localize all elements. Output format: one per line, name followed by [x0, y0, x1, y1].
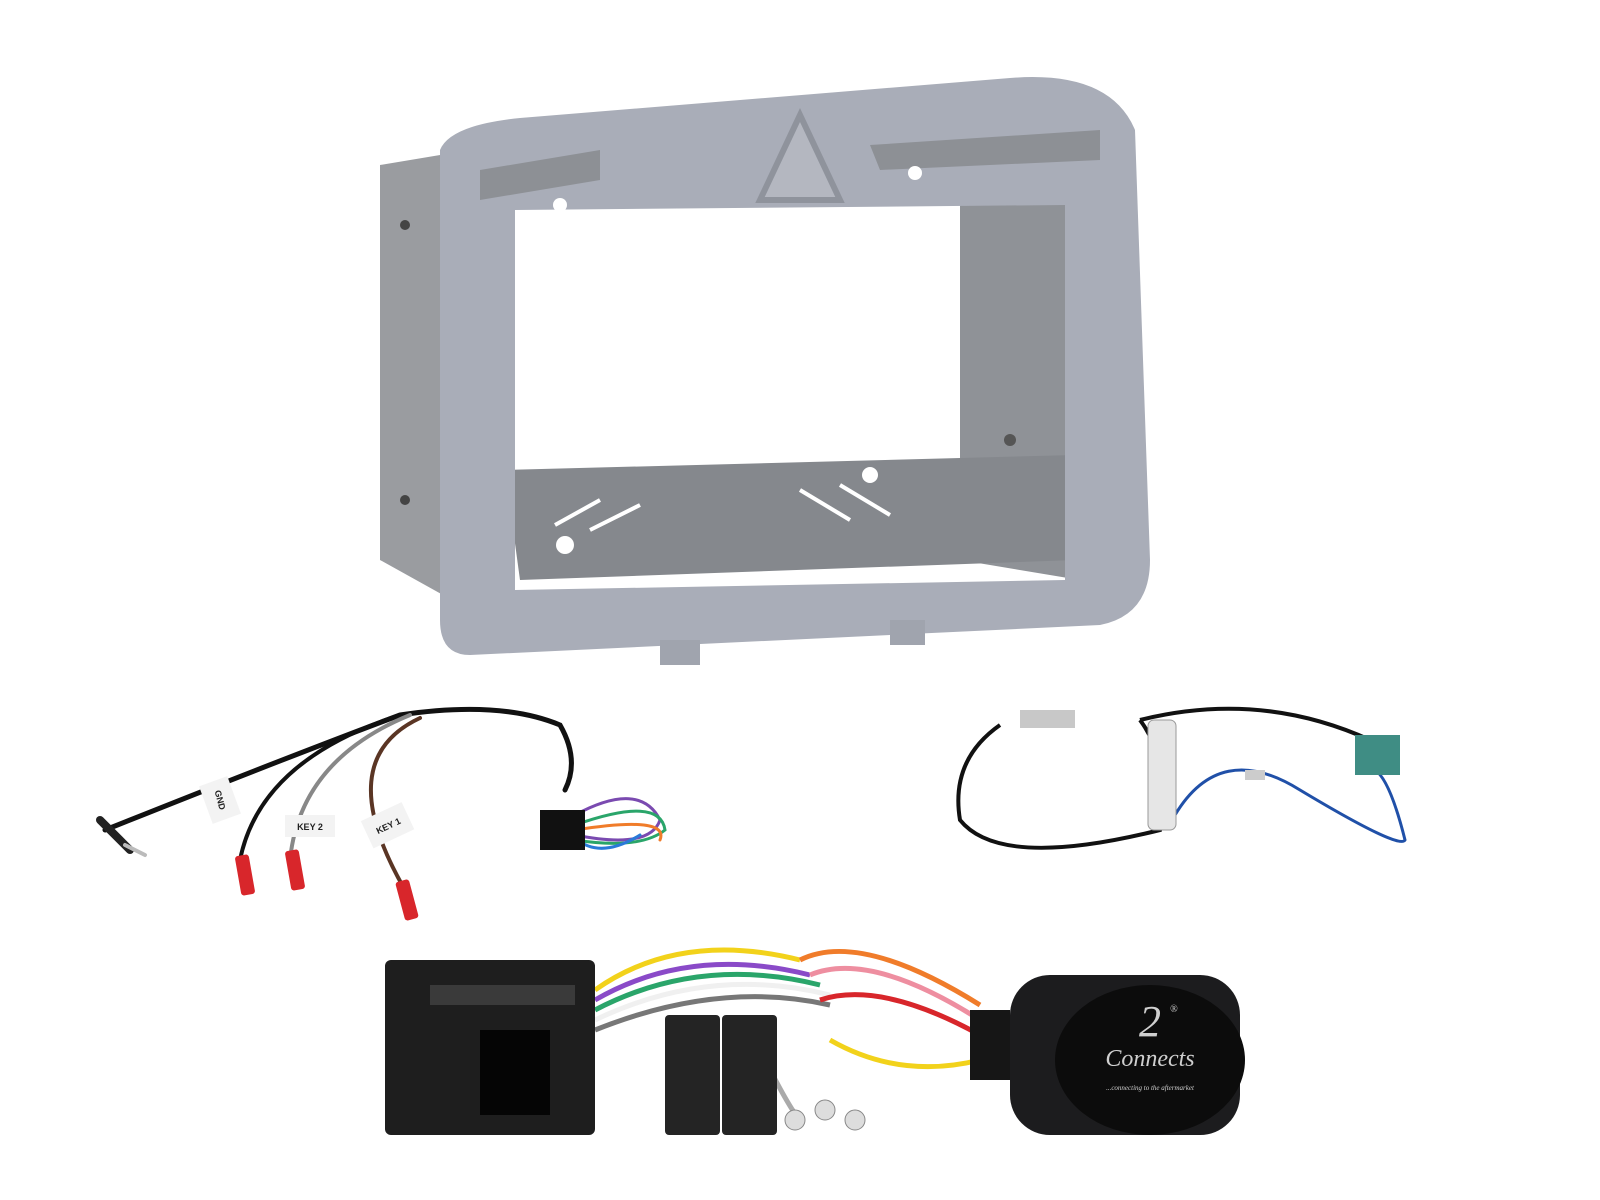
- logo-word: Connects: [1105, 1046, 1194, 1072]
- bullet-connector: [235, 854, 255, 896]
- plug-connector: [540, 810, 585, 850]
- jack-3-5mm: [123, 843, 147, 857]
- antenna-adapter: [956, 706, 1407, 850]
- wire-label-key1: KEY 1: [360, 802, 415, 849]
- iso-harness: [385, 947, 982, 1135]
- fascia-panel: [440, 77, 1150, 665]
- wire-label-gnd: GND: [199, 776, 241, 824]
- iso-connector: [665, 1015, 720, 1135]
- iso-connector: [722, 1015, 777, 1135]
- wire-label-key2: KEY 2: [285, 815, 335, 837]
- logo-mark: 2: [1139, 997, 1161, 1046]
- fakra-connector: [1355, 735, 1400, 775]
- logo-tagline: ...connecting to the aftermarket: [1106, 1084, 1195, 1092]
- bullet-connector: [395, 879, 419, 921]
- logo-registered: ®: [1170, 1004, 1178, 1015]
- interface-box: 2 ® Connects ...connecting to the afterm…: [970, 975, 1245, 1135]
- bullet-connector: [285, 849, 305, 891]
- amplifier-cylinder: [1147, 719, 1177, 831]
- din-plug: [1020, 710, 1075, 728]
- label-key-2: KEY 2: [297, 822, 323, 832]
